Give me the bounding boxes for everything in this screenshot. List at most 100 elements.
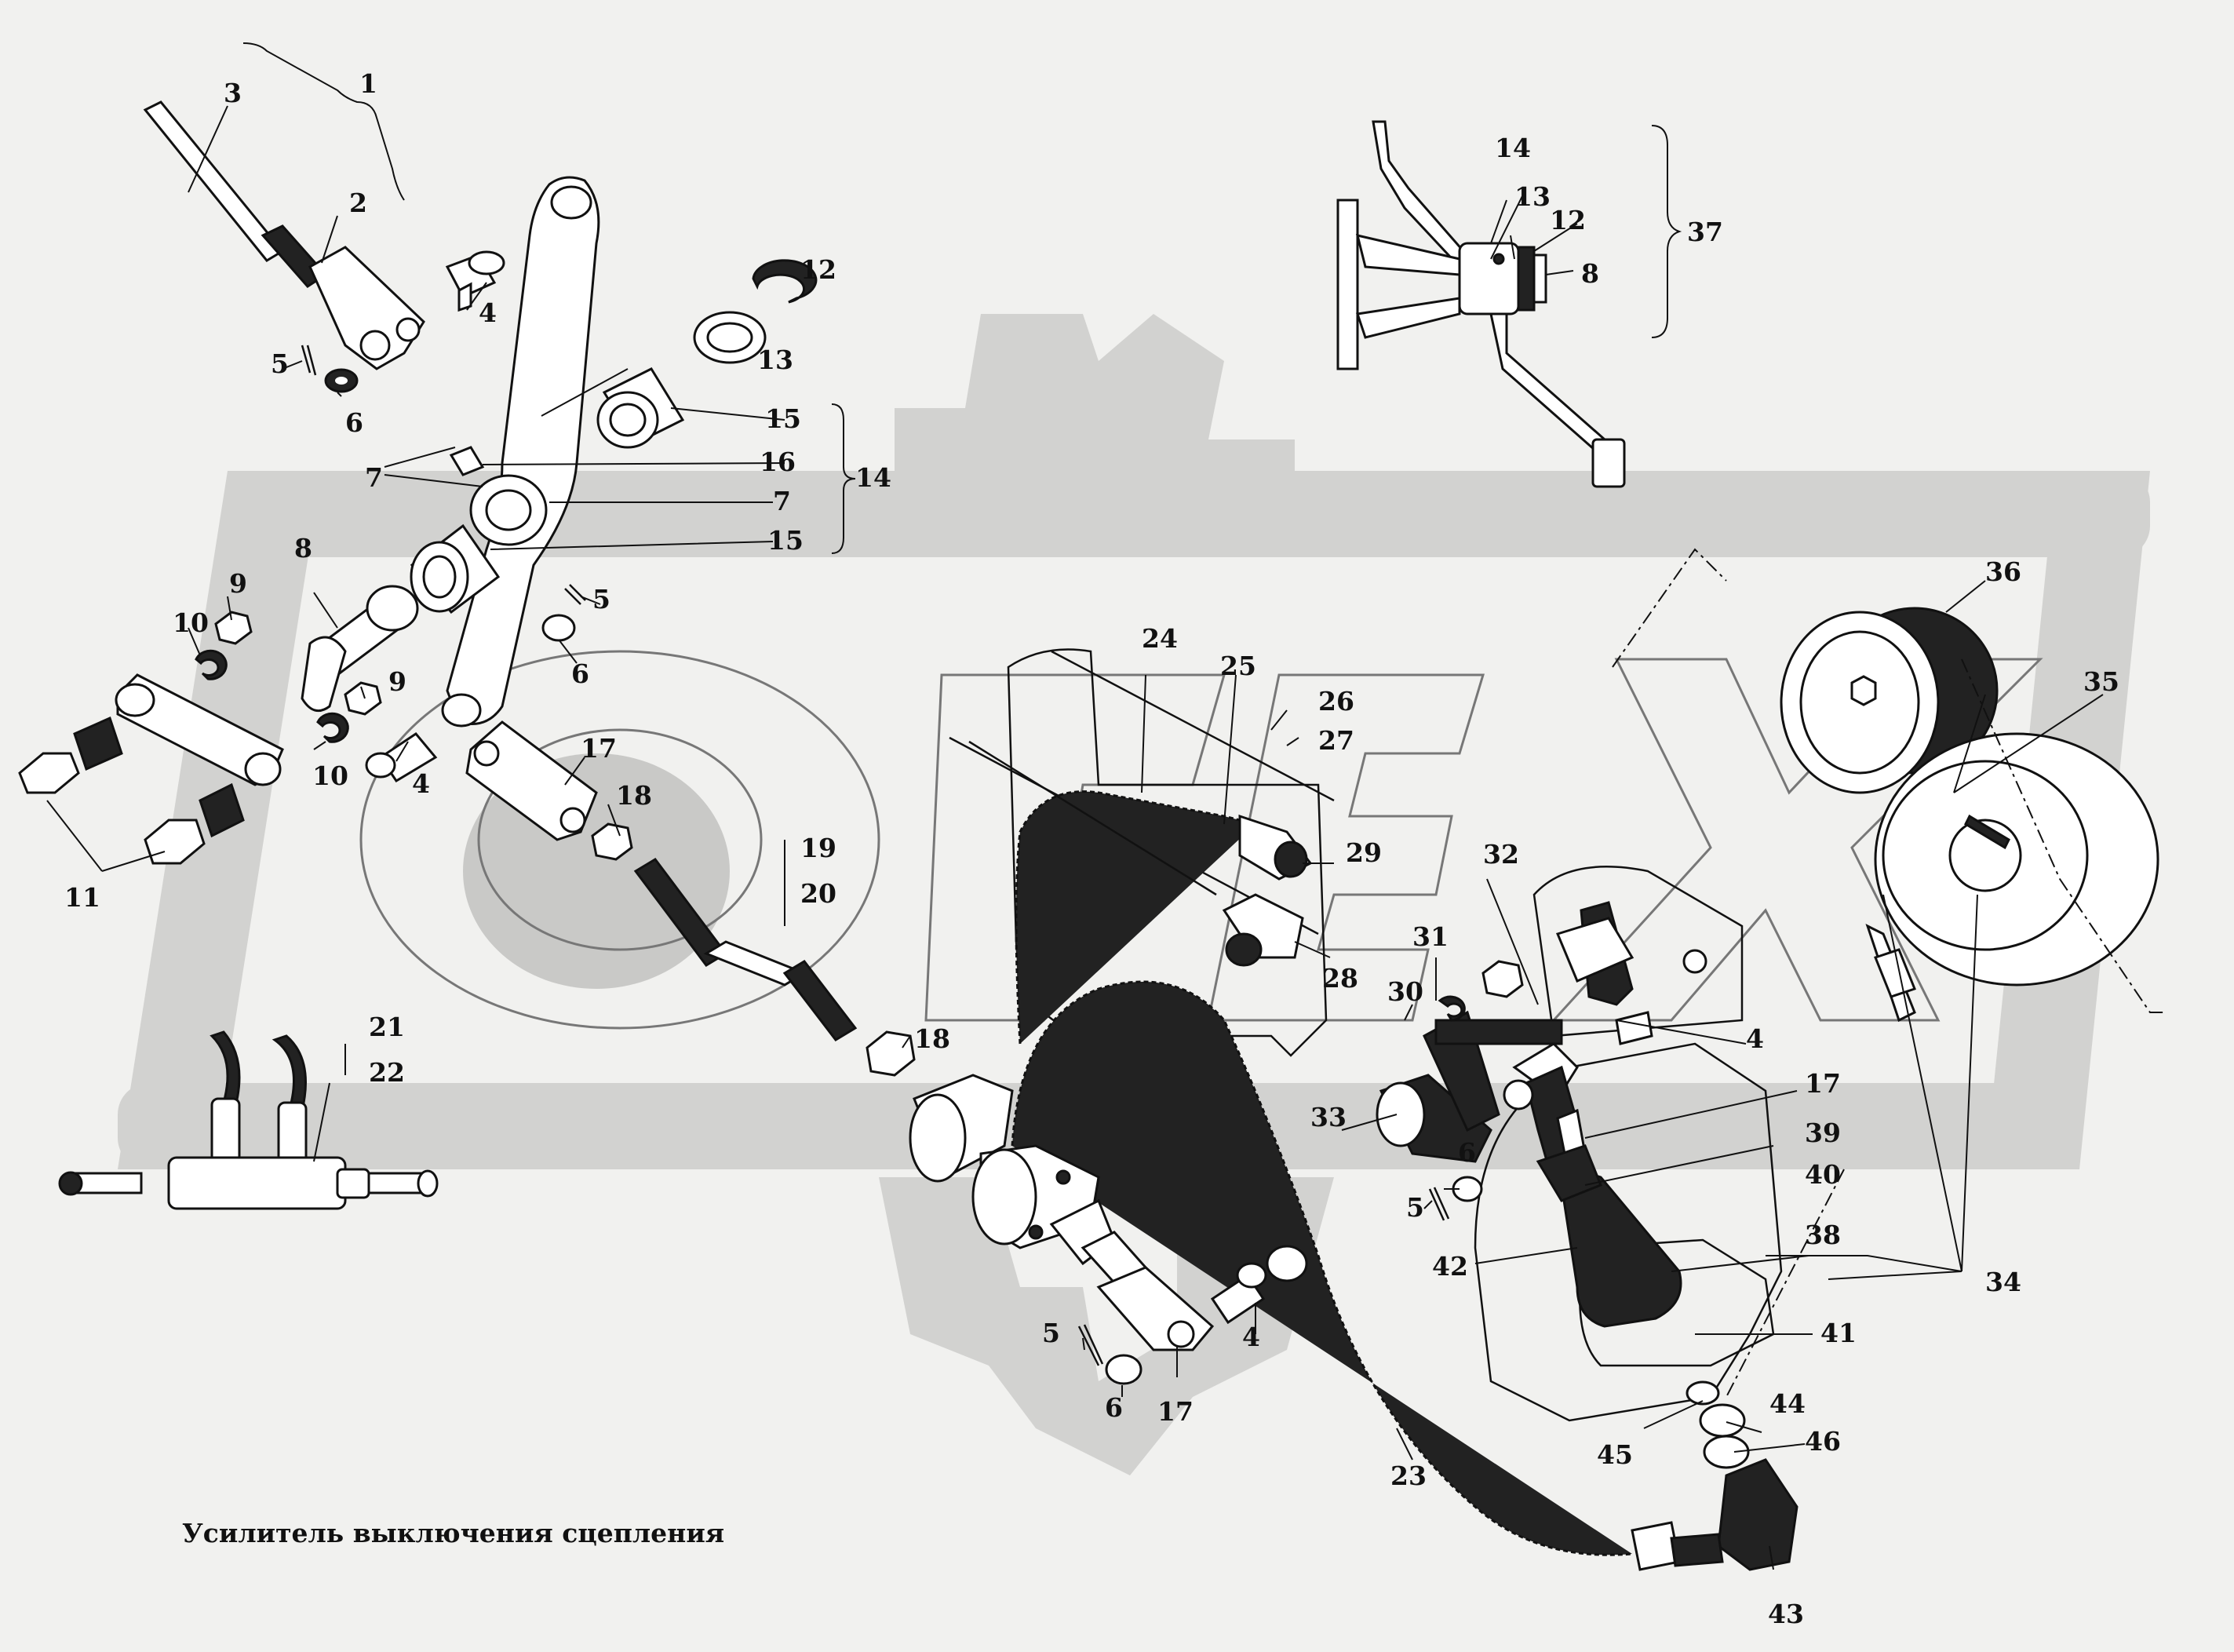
label-15a: 15	[765, 403, 801, 434]
label-7b: 7	[773, 486, 791, 516]
label-5a: 5	[271, 348, 289, 379]
label-36: 36	[1985, 556, 2021, 587]
label-11: 11	[64, 882, 100, 913]
label-32: 32	[1483, 839, 1519, 870]
label-18b: 18	[914, 1023, 950, 1054]
nut-9-upper	[214, 611, 253, 645]
label-2: 2	[349, 188, 367, 218]
label-17a: 17	[581, 733, 617, 764]
label-44: 44	[1769, 1388, 1806, 1419]
cotter-5-top	[301, 345, 317, 376]
label-1: 1	[359, 68, 377, 99]
link-plate	[115, 673, 284, 786]
label-34: 34	[1985, 1267, 2021, 1297]
label-29: 29	[1346, 837, 1382, 868]
label-12a: 12	[800, 254, 836, 285]
clevis-2	[308, 246, 425, 370]
pin-4-top	[445, 250, 505, 312]
label-33: 33	[1310, 1102, 1347, 1132]
label-13a: 13	[757, 345, 793, 375]
bushing-15-top	[596, 367, 685, 449]
label-39: 39	[1805, 1118, 1841, 1148]
label-7a: 7	[365, 462, 383, 493]
part-labels: 1 2 3 4 5 6 7 7 8 9 9 10 10 11 12 13 14 …	[64, 68, 2119, 1629]
bushing-15-mid	[410, 523, 501, 614]
label-3: 3	[224, 78, 242, 108]
label-6c: 6	[1458, 1137, 1476, 1168]
label-37: 37	[1687, 217, 1723, 247]
pin-4-lower	[1210, 1245, 1308, 1325]
label-4b: 4	[412, 768, 430, 799]
label-21: 21	[369, 1012, 405, 1042]
rod-3	[143, 100, 285, 262]
label-42: 42	[1432, 1251, 1468, 1282]
label-22: 22	[369, 1057, 405, 1088]
label-17c: 17	[1157, 1396, 1194, 1427]
nut-18-upper	[591, 822, 633, 861]
clevis-17-upper	[465, 720, 598, 841]
label-6b: 6	[571, 658, 589, 689]
label-14a: 14	[855, 462, 891, 493]
shaft-8	[301, 585, 419, 713]
circlip-10-upper	[195, 649, 228, 680]
washer-6-mid	[541, 614, 576, 642]
label-26: 26	[1318, 686, 1354, 717]
nut-18-lower	[866, 1030, 916, 1077]
label-12b: 12	[1550, 205, 1586, 235]
label-20: 20	[800, 878, 836, 909]
master-cylinder	[909, 1074, 1215, 1351]
label-17b: 17	[1805, 1068, 1841, 1099]
label-23: 23	[1390, 1461, 1427, 1491]
label-4a: 4	[479, 297, 497, 328]
label-46: 46	[1805, 1426, 1841, 1457]
label-40: 40	[1805, 1159, 1841, 1190]
label-25: 25	[1220, 651, 1256, 681]
clevis-hole	[359, 330, 391, 361]
label-8b: 8	[1581, 258, 1599, 289]
label-5c: 5	[1406, 1192, 1424, 1223]
label-13b: 13	[1514, 181, 1551, 212]
rod-assembly-1	[143, 100, 425, 370]
nut-9-lower	[344, 681, 382, 716]
chamber-35	[1865, 732, 2159, 1023]
watermark-gear	[895, 314, 1295, 487]
label-43: 43	[1768, 1599, 1804, 1629]
label-45: 45	[1597, 1439, 1633, 1470]
label-4d: 4	[1242, 1322, 1260, 1352]
label-9b: 9	[388, 666, 406, 697]
label-14b: 14	[1495, 133, 1531, 163]
dashed-boundary-34	[1612, 548, 2166, 1398]
label-15b: 15	[767, 525, 804, 556]
watermark-frame-top	[228, 471, 2150, 557]
label-16: 16	[760, 447, 796, 477]
bracket-14	[831, 403, 856, 554]
label-41: 41	[1820, 1318, 1857, 1348]
lever-17-right	[1503, 1065, 1587, 1187]
pin-4-mid	[365, 732, 438, 783]
label-28: 28	[1322, 963, 1358, 994]
label-38: 38	[1805, 1220, 1841, 1250]
label-19: 19	[800, 833, 836, 863]
bracket-37	[1651, 125, 1682, 338]
label-6d: 6	[1105, 1392, 1123, 1423]
cotter-5-lower	[1077, 1324, 1104, 1366]
cotter-5-mid	[564, 584, 586, 605]
bracket-assembly-37	[1336, 120, 1626, 488]
leader-lines	[46, 105, 2104, 1570]
diagram-caption: Усилитель выключения сцепления	[182, 1518, 724, 1548]
rod-19-20	[633, 858, 858, 1041]
label-35: 35	[2083, 666, 2119, 697]
label-4c: 4	[1746, 1023, 1764, 1054]
label-24: 24	[1142, 623, 1178, 654]
label-10a: 10	[173, 607, 209, 638]
label-5b: 5	[592, 584, 610, 614]
clevis-hole-2	[395, 317, 421, 342]
small-parts-right	[1428, 949, 1707, 1221]
label-8a: 8	[294, 533, 312, 563]
label-27: 27	[1318, 725, 1354, 756]
hose-23	[1011, 980, 1633, 1556]
washer-6-lower	[1105, 1354, 1143, 1385]
hose-24	[1015, 790, 1256, 1045]
small-cylinder-21-22	[58, 1030, 439, 1210]
